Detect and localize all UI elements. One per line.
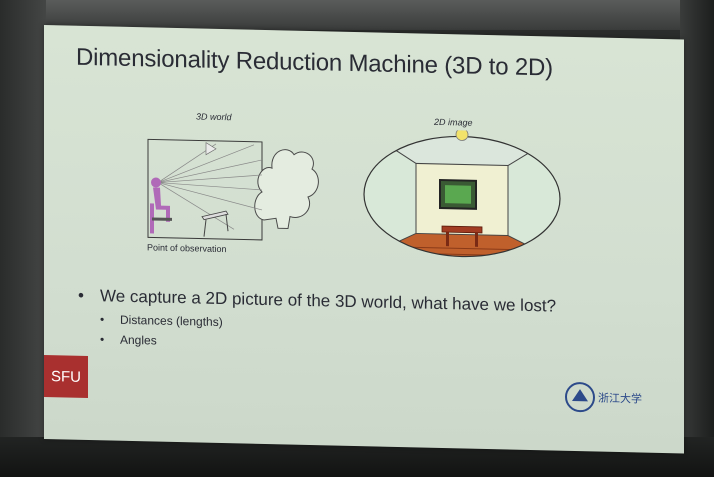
- 2d-image-illustration: [363, 128, 561, 259]
- figure-caption-point-of-observation: Point of observation: [147, 242, 227, 255]
- screen-bezel-left: [0, 0, 46, 477]
- sub-bullet-angles: Angles: [100, 332, 556, 356]
- projected-slide: Dimensionality Reduction Machine (3D to …: [44, 25, 684, 454]
- slide-title: Dimensionality Reduction Machine (3D to …: [76, 43, 553, 82]
- screen-bezel-right: [680, 0, 714, 477]
- screen-bezel-top: [0, 0, 714, 30]
- bullet-list: We capture a 2D picture of the 3D world,…: [78, 286, 556, 357]
- zhejiang-university-logo: 浙江大学: [565, 382, 642, 413]
- sfu-badge: SFU: [44, 355, 88, 398]
- 3d-world-illustration: [147, 138, 319, 241]
- figure-label-2d-image: 2D image: [434, 116, 473, 128]
- university-logo-text: 浙江大学: [598, 391, 642, 406]
- bullet-main: We capture a 2D picture of the 3D world,…: [78, 286, 556, 317]
